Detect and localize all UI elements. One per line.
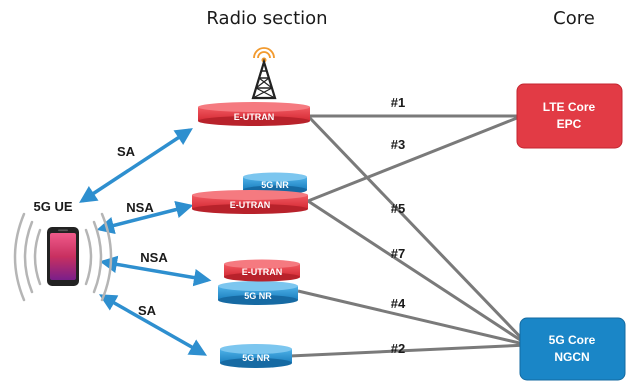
link-label-1: #1 (391, 95, 405, 110)
backhaul-links (289, 114, 530, 358)
cell-tower-icon (251, 47, 277, 100)
nsa-1-arrow (96, 200, 194, 235)
lte-core-box: LTE Core EPC (516, 83, 623, 149)
sa-bottom-label: SA (138, 303, 157, 318)
nsa-2-arrow (99, 255, 212, 287)
smartphone-icon (47, 227, 79, 286)
station-1-label: E-UTRAN (234, 112, 275, 122)
link-label-3: #3 (391, 137, 405, 152)
core-header: Core (553, 8, 595, 29)
lte-core-line2: EPC (557, 117, 582, 131)
station-nr-sa: 5G NR (220, 344, 292, 368)
sa-top-arrow (79, 128, 193, 203)
link-label-7: #7 (391, 246, 405, 261)
sa-bottom-arrow (98, 294, 208, 356)
ue-signal-waves (13, 212, 113, 302)
link-label-5: #5 (391, 201, 405, 216)
link-2-line (289, 343, 529, 358)
station-2-bottom-label: E-UTRAN (230, 200, 271, 210)
radio-section-header: Radio section (206, 8, 327, 29)
link-5-line (306, 114, 530, 347)
ue-label: 5G UE (33, 199, 72, 214)
station-nsa-2: 5G NR E-UTRAN (218, 259, 300, 305)
nr-core-box: 5G Core NGCN (519, 317, 626, 381)
link-3-line (307, 114, 523, 203)
link-4-line (297, 289, 529, 347)
sa-top-label: SA (117, 144, 136, 159)
ue-connections (79, 128, 212, 356)
link-label-2: #2 (391, 341, 405, 356)
link-7-line (307, 199, 529, 347)
station-eutran-1: E-UTRAN (198, 102, 310, 126)
link-label-4: #4 (391, 296, 406, 311)
station-nsa-1: 5G NR E-UTRAN (192, 172, 308, 214)
nsa-1-label: NSA (126, 200, 154, 215)
nr-core-line1: 5G Core (549, 333, 596, 347)
station-3-top-label: E-UTRAN (242, 267, 283, 277)
nr-core-line2: NGCN (554, 350, 589, 364)
station-2-top-label: 5G NR (261, 180, 289, 190)
station-3-bottom-label: 5G NR (244, 291, 272, 301)
station-4-label: 5G NR (242, 353, 270, 363)
lte-core-line1: LTE Core (543, 100, 596, 114)
nsa-2-label: NSA (140, 250, 168, 265)
